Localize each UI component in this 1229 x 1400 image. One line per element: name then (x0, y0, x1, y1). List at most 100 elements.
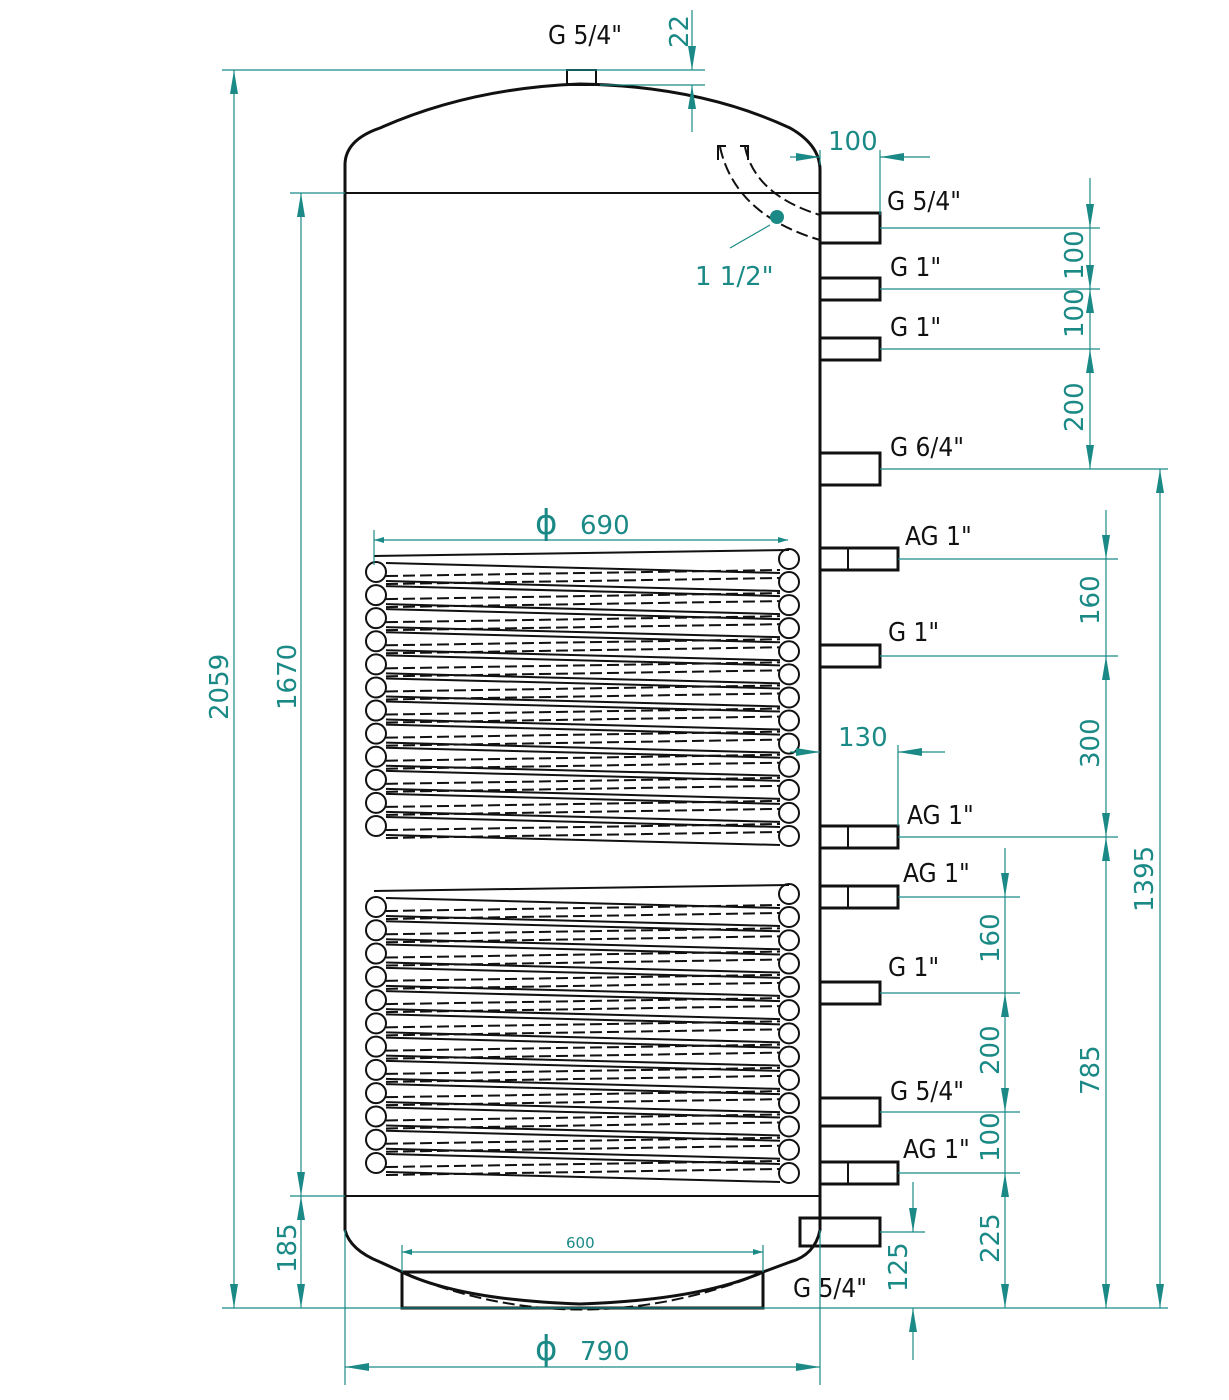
coil-tube-section (778, 1068, 800, 1091)
connection-label: AG 1" (907, 801, 974, 831)
coil-winding-back (385, 684, 781, 701)
coil-tube-section (778, 778, 800, 801)
connection-label: G 1" (888, 618, 939, 648)
connection-label: G 5/4" (890, 1077, 964, 1107)
coil-tube-section (778, 999, 800, 1022)
coil-top-line (373, 549, 790, 557)
phi-790-symbol: ϕ (535, 1329, 557, 1369)
dim-225: 225 (976, 1213, 1006, 1263)
coil-tube-section (365, 1128, 387, 1151)
coil-tube-section (778, 825, 800, 847)
coil-tube-section (778, 1138, 800, 1161)
connection-nozzle (818, 276, 882, 302)
dim-1670: 1670 (273, 644, 303, 710)
coil-tube-section (778, 571, 800, 593)
dim-2059: 2059 (205, 654, 235, 720)
coil-tube-section (365, 1105, 387, 1128)
coil-tube-section (778, 755, 800, 778)
coil-winding-back (385, 1066, 781, 1083)
dim-790: 790 (580, 1337, 630, 1367)
connection-label: G 6/4" (890, 433, 964, 463)
coil-winding-back (385, 973, 781, 990)
coil-winding-back (385, 1090, 781, 1107)
dim-125: 125 (884, 1242, 914, 1292)
coil-tube-section (778, 1045, 800, 1068)
coil-winding-back (385, 569, 781, 585)
connections: G 5/4"G 1"G 1"G 6/4"AG 1"G 1"AG 1"AG 1"G… (793, 187, 974, 1304)
dim-300: 300 (1076, 718, 1106, 768)
coil-tube-section (778, 617, 800, 640)
coil-tube-section (778, 1162, 800, 1184)
coil-tube-section (778, 929, 800, 952)
coil-winding-back (385, 997, 781, 1014)
coil-winding-back (385, 1113, 781, 1130)
coil-tube-section (778, 594, 800, 617)
coil-tube-section (365, 768, 387, 791)
sensor-label: 1 1/2" (695, 262, 774, 292)
sensor-leader (729, 224, 771, 249)
connection-label: AG 1" (903, 1135, 970, 1165)
connection-nozzle (818, 1160, 900, 1186)
connection-nozzle (798, 1216, 882, 1248)
coil-tube-section (365, 745, 387, 768)
sensor-sleeve (719, 146, 821, 241)
coil-winding-back (385, 753, 781, 770)
dim-100-a: 100 (1060, 230, 1090, 280)
coil-tube-section (778, 663, 800, 686)
coil-tube-section (778, 975, 800, 998)
connection-nozzle (818, 824, 900, 850)
coil-tube-section (365, 676, 387, 699)
tank-shell (343, 82, 822, 1306)
coil-tube-section (778, 548, 800, 570)
coil-tube-section (365, 919, 387, 942)
heat-exchanger-coils (365, 548, 800, 1184)
connection-nozzle (818, 980, 882, 1006)
coil-winding-back (385, 1160, 781, 1176)
dim-1395: 1395 (1130, 846, 1160, 912)
coil-winding-back (385, 638, 781, 655)
coil-tube-section (365, 1082, 387, 1105)
coil-tube-section (365, 791, 387, 814)
coil-tube-section (778, 709, 800, 732)
coil-tube-section (778, 1115, 800, 1138)
dim-100-b: 100 (1060, 288, 1090, 338)
coil-tube-section (778, 686, 800, 709)
connection-nozzle (818, 1096, 882, 1128)
coil-tube-section (365, 965, 387, 988)
coil-tube-section (778, 1092, 800, 1115)
coil-tube-section (365, 653, 387, 676)
coil-tube-section (365, 896, 387, 918)
coil-tube-section (365, 1012, 387, 1035)
coil-tube-section (365, 1058, 387, 1081)
coil-winding-back (385, 730, 781, 747)
coil-top-line (373, 884, 790, 892)
coil-winding-back (385, 950, 781, 967)
connection-label: G 5/4" (887, 187, 961, 217)
coil-winding-back (385, 592, 781, 609)
coil-winding-back (385, 707, 781, 724)
coil-tube-section (778, 952, 800, 975)
coil-tube-section (778, 883, 800, 905)
connection-label: G 5/4" (793, 1274, 867, 1304)
dimension-lines (222, 10, 1168, 1385)
coil-winding-back (385, 823, 781, 839)
connection-nozzle (818, 546, 900, 572)
coil-winding-back (385, 927, 781, 944)
dim-160-a: 160 (1076, 575, 1106, 625)
dim-690: 690 (580, 511, 630, 541)
coil-winding-back (385, 904, 781, 920)
top-connection-label: G 5/4" (548, 21, 622, 51)
dim-785: 785 (1076, 1045, 1106, 1095)
coil-tube-section (365, 942, 387, 965)
dim-22: 22 (665, 15, 695, 48)
phi-690-symbol: ϕ (535, 503, 557, 543)
dim-160-b: 160 (976, 913, 1006, 963)
bottom-dome-hidden (404, 1273, 761, 1311)
coil-tube-section (365, 630, 387, 653)
dim-600: 600 (566, 1234, 595, 1252)
coil-winding-back (385, 799, 781, 816)
coil-tube-section (778, 906, 800, 928)
dim-200-a: 200 (1060, 382, 1090, 432)
